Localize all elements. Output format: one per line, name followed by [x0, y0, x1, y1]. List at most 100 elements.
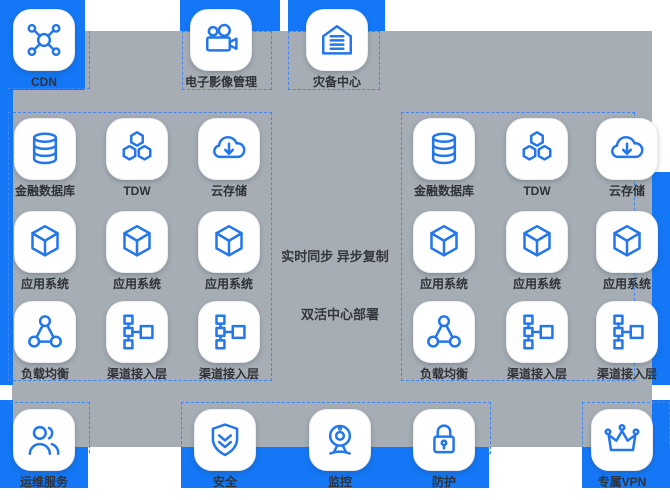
icon-tile [198, 118, 260, 180]
node-security: 安全 [180, 409, 270, 489]
icon-tile [413, 301, 475, 363]
node-left-cloud-storage: 云存储 [184, 118, 274, 198]
cloud-download-icon [607, 129, 647, 169]
cloud-download-icon [209, 129, 249, 169]
icon-tile [14, 211, 76, 273]
node-label: 应用系统 [602, 277, 651, 291]
node-imaging: 电子影像管理 [176, 9, 266, 89]
crown-icon [602, 420, 642, 460]
icon-tile [106, 301, 168, 363]
cube-icon [117, 222, 157, 262]
warehouse-icon [317, 20, 357, 60]
webcam-icon [320, 420, 360, 460]
video-camera-icon [201, 20, 241, 60]
node-label: 应用系统 [204, 277, 253, 291]
node-right-cloud-storage: 云存储 [582, 118, 670, 198]
cube-icon [424, 222, 464, 262]
icon-tile [198, 301, 260, 363]
node-label: 运维服务 [19, 475, 68, 489]
node-label: 应用系统 [20, 277, 69, 291]
users-icon [24, 420, 64, 460]
cube-icon [25, 222, 65, 262]
node-left-app-3: 应用系统 [184, 211, 274, 291]
hexagons-icon [117, 129, 157, 169]
node-ops-service: 运维服务 [0, 409, 89, 489]
node-label: 渠道接入层 [198, 367, 259, 381]
cdn-network-icon [24, 20, 64, 60]
icon-tile [14, 118, 76, 180]
icon-tile [413, 409, 475, 471]
icon-tile [13, 409, 75, 471]
node-label: 应用系统 [512, 277, 561, 291]
node-label: 负载均衡 [20, 367, 69, 381]
shield-check-icon [205, 420, 245, 460]
node-left-database: 金融数据库 [0, 118, 90, 198]
left-datacenter-border [8, 112, 272, 381]
node-label: 金融数据库 [413, 184, 474, 198]
flow-tree-icon [117, 312, 157, 352]
icon-tile [194, 409, 256, 471]
flow-tree-icon [209, 312, 249, 352]
icon-tile [591, 409, 653, 471]
node-label: 应用系统 [419, 277, 468, 291]
icon-tile [596, 211, 658, 273]
node-label: 负载均衡 [419, 367, 468, 381]
left-blue-strip-lower [0, 400, 13, 447]
node-protection: 防护 [399, 409, 489, 489]
icon-tile [106, 211, 168, 273]
node-triangle-icon [424, 312, 464, 352]
icon-tile [506, 301, 568, 363]
node-triangle-icon [25, 312, 65, 352]
icon-tile [506, 211, 568, 273]
icon-tile [413, 211, 475, 273]
node-label: 电子影像管理 [184, 75, 257, 89]
cube-icon [607, 222, 647, 262]
node-monitoring: 监控 [295, 409, 385, 489]
icon-tile [413, 118, 475, 180]
icon-tile [596, 118, 658, 180]
icon-tile [14, 301, 76, 363]
node-left-load-balancer: 负载均衡 [0, 301, 90, 381]
right-blue-strip-lower [652, 400, 670, 447]
cube-icon [209, 222, 249, 262]
node-left-channel-1: 渠道接入层 [92, 301, 182, 381]
node-right-channel-1: 渠道接入层 [492, 301, 582, 381]
node-label: 渠道接入层 [106, 367, 167, 381]
sync-annotation: 实时同步 异步复制 [281, 249, 389, 264]
icon-tile [309, 409, 371, 471]
lock-icon [424, 420, 464, 460]
cube-icon [517, 222, 557, 262]
node-label: 防护 [431, 475, 456, 489]
node-dr-center: 灾备中心 [292, 9, 382, 89]
node-label: 渠道接入层 [596, 367, 657, 381]
node-left-app-2: 应用系统 [92, 211, 182, 291]
node-right-load-balancer: 负载均衡 [399, 301, 489, 381]
node-right-app-3: 应用系统 [582, 211, 670, 291]
database-icon [424, 129, 464, 169]
icon-tile [13, 9, 75, 71]
node-right-database: 金融数据库 [399, 118, 489, 198]
node-vpn: 专属VPN [577, 409, 667, 489]
node-right-app-1: 应用系统 [399, 211, 489, 291]
icon-tile [506, 118, 568, 180]
node-right-channel-2: 渠道接入层 [582, 301, 670, 381]
node-label: 云存储 [608, 184, 645, 198]
left-blue-strip [0, 90, 13, 385]
database-icon [25, 129, 65, 169]
icon-tile [198, 211, 260, 273]
node-label: 应用系统 [112, 277, 161, 291]
node-right-app-2: 应用系统 [492, 211, 582, 291]
ops-group-border [10, 402, 90, 453]
hexagons-icon [517, 129, 557, 169]
node-cdn: CDN [0, 9, 89, 89]
node-left-channel-2: 渠道接入层 [184, 301, 274, 381]
node-left-app-1: 应用系统 [0, 211, 90, 291]
node-label: TDW [523, 184, 551, 198]
node-right-tdw: TDW [492, 118, 582, 198]
icon-tile [190, 9, 252, 71]
node-label: 专属VPN [597, 475, 647, 489]
flow-tree-icon [517, 312, 557, 352]
node-label: 灾备中心 [312, 75, 361, 89]
flow-tree-icon [607, 312, 647, 352]
